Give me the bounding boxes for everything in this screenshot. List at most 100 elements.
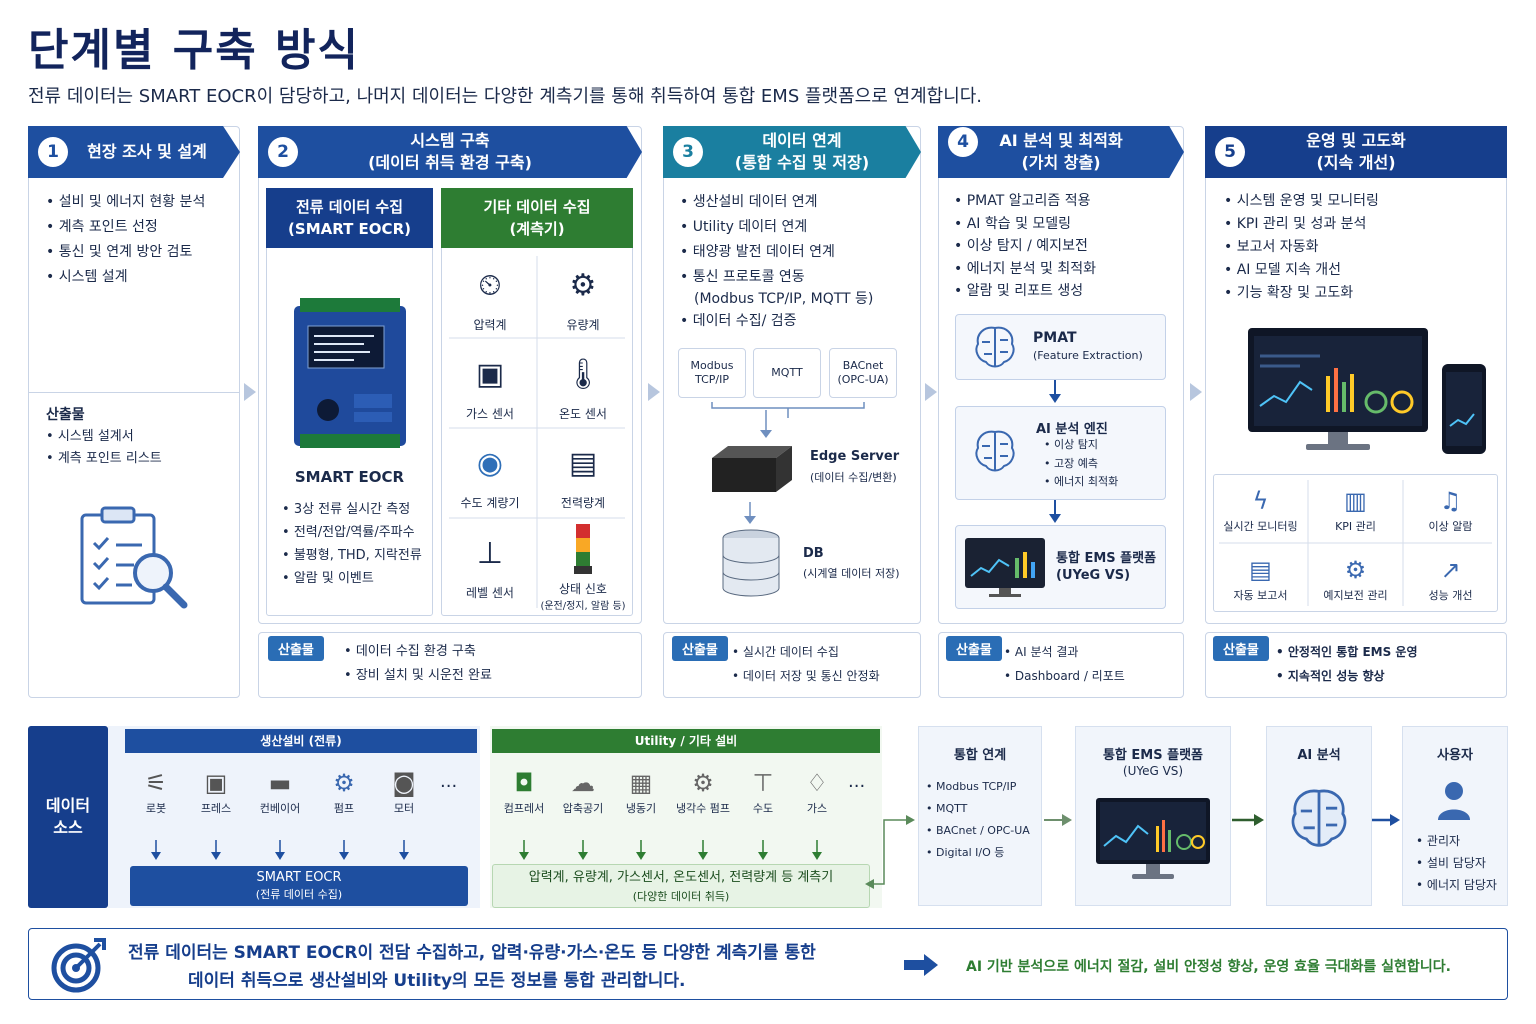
list-item: 불평형, THD, 지락전류 <box>282 544 422 567</box>
arrow-right-icon <box>904 954 938 976</box>
engine-to-ems-arrow <box>1049 500 1061 523</box>
feature-label: 실시간 모니터링 <box>1223 520 1298 533</box>
integration-title: 통합 연계 <box>953 748 1007 763</box>
sensor-status-signal: 상태 신호 (운전/정지, 알람 등) <box>537 520 629 612</box>
list-item: PMAT 알고리즘 적용 <box>954 190 1096 213</box>
list-item: AI 분석 결과 <box>1004 640 1125 664</box>
list-item: 에너지 분석 및 최적화 <box>954 258 1096 281</box>
prod-motor: ◙모터 <box>378 766 430 816</box>
pmat-title: PMAT <box>1033 330 1077 346</box>
step1-output-label: 산출물 <box>46 407 85 423</box>
page-title: 단계별 구축 방식 <box>28 25 360 76</box>
pump-icon: ⚙ <box>333 769 355 797</box>
step-arrow-4-5 <box>1190 383 1202 401</box>
robot-arm-icon: ⚟ <box>145 769 167 797</box>
prod-robot: ⚟ 로봇 <box>130 766 182 816</box>
step2-output-tag: 산출물 <box>268 636 324 661</box>
protocol-modbus: Modbus TCP/IP <box>678 348 746 398</box>
list-item: 설비 담당자 <box>1416 852 1497 874</box>
sensor-header-title: 기타 데이터 수집 <box>483 198 591 216</box>
step4-number: 4 <box>948 126 978 157</box>
production-header: 생산설비 (전류) <box>125 729 477 753</box>
list-item: 안정적인 통합 EMS 운영 <box>1276 640 1418 664</box>
clipboard-magnifier-icon <box>80 506 188 609</box>
step1-list: 설비 및 에너지 현황 분석 계측 포인트 선정 통신 및 연계 방안 검토 시… <box>46 190 206 290</box>
list-item: 3상 전류 실시간 측정 <box>282 498 422 521</box>
flow-meter-icon: ⚙ <box>569 268 597 303</box>
ellipsis-icon: ··· <box>848 776 866 797</box>
edge-server-icon <box>712 446 792 492</box>
user-icon <box>1438 782 1470 820</box>
chiller-icon: ▦ <box>629 769 653 797</box>
target-icon <box>51 938 106 993</box>
list-item: KPI 관리 및 성과 분석 <box>1224 213 1379 236</box>
step1-outputs: 시스템 설계서 계측 포인트 리스트 <box>46 426 162 470</box>
step2-number: 2 <box>268 137 298 167</box>
gas-drop-icon: ♢ <box>806 769 828 797</box>
step5-outputs: 안정적인 통합 EMS 운영 지속적인 성능 향상 <box>1276 640 1418 688</box>
report-document-icon: ▤ <box>1249 556 1272 584</box>
list-item: 기능 확장 및 고도화 <box>1224 282 1379 305</box>
integration-list: Modbus TCP/IP MQTT BACnet / OPC-UA Digit… <box>926 776 1030 864</box>
list-item: Modbus TCP/IP <box>926 776 1030 798</box>
list-item: 이상 탐지 <box>1044 436 1118 455</box>
feature-alarm: ♫ 이상 알람 <box>1403 484 1498 534</box>
sensor-label: 전력량계 <box>560 496 606 510</box>
flow-ems-sub: (UYeG VS) <box>1122 764 1184 778</box>
sensor-label: 압력계 <box>473 318 507 332</box>
feature-label: 이상 알람 <box>1428 520 1473 533</box>
step5-list: 시스템 운영 및 모니터링 KPI 관리 및 성과 분석 보고서 자동화 AI … <box>1224 190 1379 305</box>
pressure-gauge-icon: ⏲ <box>478 268 502 303</box>
press-machine-icon: ▣ <box>204 769 228 797</box>
step4-list: PMAT 알고리즘 적용 AI 학습 및 모델링 이상 탐지 / 예지보전 에너… <box>954 190 1096 303</box>
data-source-l2: 소스 <box>53 818 83 837</box>
util-label: 수도 <box>752 802 774 815</box>
sensor-gas: ▣ 가스 센서 <box>444 345 536 422</box>
sensor-label: 온도 센서 <box>559 407 607 421</box>
list-item: 계측 포인트 리스트 <box>46 448 162 470</box>
water-meter-icon: ◉ <box>476 446 504 481</box>
production-down-arrows <box>151 840 409 860</box>
flow-ems-title: 통합 EMS 플랫폼 <box>1102 748 1204 763</box>
prod-conveyor: ▬컨베이어 <box>254 766 306 816</box>
feature-realtime-monitoring: ϟ 실시간 모니터링 <box>1213 484 1308 534</box>
eocr-column-header: 전류 데이터 수집 (SMART EOCR) <box>266 188 433 248</box>
util-compressed-air: ☁ 압축공기 <box>556 766 610 816</box>
motor-icon: ◙ <box>392 769 416 797</box>
util-water: ⊤수도 <box>738 766 788 816</box>
list-item: Digital I/O 등 <box>926 842 1030 864</box>
prod-label: 로봇 <box>145 802 167 815</box>
ai-engine-title: AI 분석 엔진 <box>1036 422 1108 437</box>
feature-grid <box>1213 474 1498 612</box>
ems-to-ai-arrow <box>1232 814 1264 826</box>
feature-performance: ↗ 성능 개선 <box>1403 553 1498 603</box>
util-label: 가스 <box>806 802 828 815</box>
list-item: 고장 예측 <box>1044 455 1118 474</box>
feature-label: KPI 관리 <box>1335 520 1376 533</box>
step3-header: 3 데이터 연계 (통합 수집 및 저장) <box>663 126 921 178</box>
step5-title: 운영 및 고도화 <box>1306 131 1406 150</box>
util-compressor: ◘컴프레서 <box>496 766 552 816</box>
summary-text-1: 전류 데이터는 SMART EOCR이 전담 수집하고, 압력·유량·가스·온도… <box>128 943 816 963</box>
step-arrow-1-2 <box>244 383 256 401</box>
eocr-device-name: SMART EOCR <box>294 468 405 486</box>
step2-subtitle: (데이터 취득 환경 구축) <box>368 153 532 172</box>
pmat-box <box>955 314 1166 380</box>
prod-pump: ⚙펌프 <box>318 766 370 816</box>
utility-header: Utility / 기타 설비 <box>492 729 880 753</box>
list-item: 데이터 저장 및 통신 안정화 <box>732 664 880 688</box>
ems-sub: (UYeG VS) <box>1056 568 1131 583</box>
sensor-label: 유량계 <box>566 318 600 332</box>
eocr-collector-box: SMART EOCR (전류 데이터 수집) <box>130 866 468 906</box>
list-item: 보고서 자동화 <box>1224 236 1379 259</box>
util-gas: ♢ 가스 <box>792 766 842 816</box>
pmat-to-engine-arrow <box>1049 380 1061 403</box>
ellipsis-icon: ··· <box>440 776 458 797</box>
util-label: 압축공기 <box>562 802 604 815</box>
protocol-sublabel: TCP/IP <box>695 373 729 386</box>
user-list: 관리자 설비 담당자 에너지 담당자 <box>1416 830 1497 896</box>
sensor-header-sub: (계측기) <box>509 220 565 238</box>
summary-result: AI 기반 분석으로 에너지 절감, 설비 안정성 향상, 운영 효율 극대화를… <box>966 959 1451 975</box>
cloud-icon: ☁ <box>571 769 595 797</box>
step3-title: 데이터 연계 <box>762 131 842 150</box>
